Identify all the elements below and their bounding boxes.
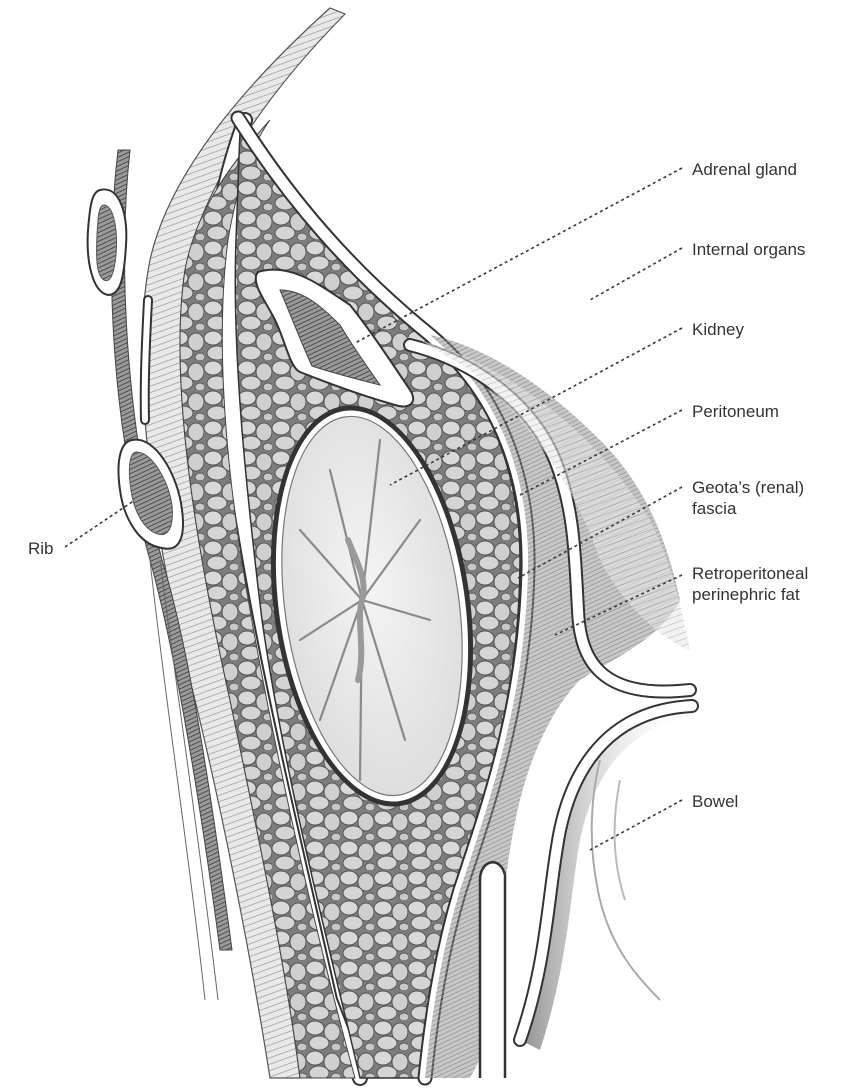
bowel <box>520 700 695 1050</box>
label-retroperitoneal-fat-line2: perinephric fat <box>692 584 800 605</box>
label-geotas-fascia-line1: Geota’s (renal) <box>692 477 804 498</box>
label-internal-organs: Internal organs <box>692 239 805 260</box>
label-bowel: Bowel <box>692 791 738 812</box>
label-adrenal-gland: Adrenal gland <box>692 159 797 180</box>
leader-bowel <box>590 800 682 850</box>
label-geotas-fascia-line2: fascia <box>692 498 736 519</box>
label-rib: Rib <box>28 538 54 559</box>
leader-internal-organs <box>590 248 682 300</box>
upper-rib <box>88 189 127 295</box>
label-peritoneum: Peritoneum <box>692 401 779 422</box>
label-retroperitoneal-fat-line1: Retroperitoneal <box>692 563 808 584</box>
label-kidney: Kidney <box>692 319 744 340</box>
peritoneal-fold <box>480 862 505 1078</box>
